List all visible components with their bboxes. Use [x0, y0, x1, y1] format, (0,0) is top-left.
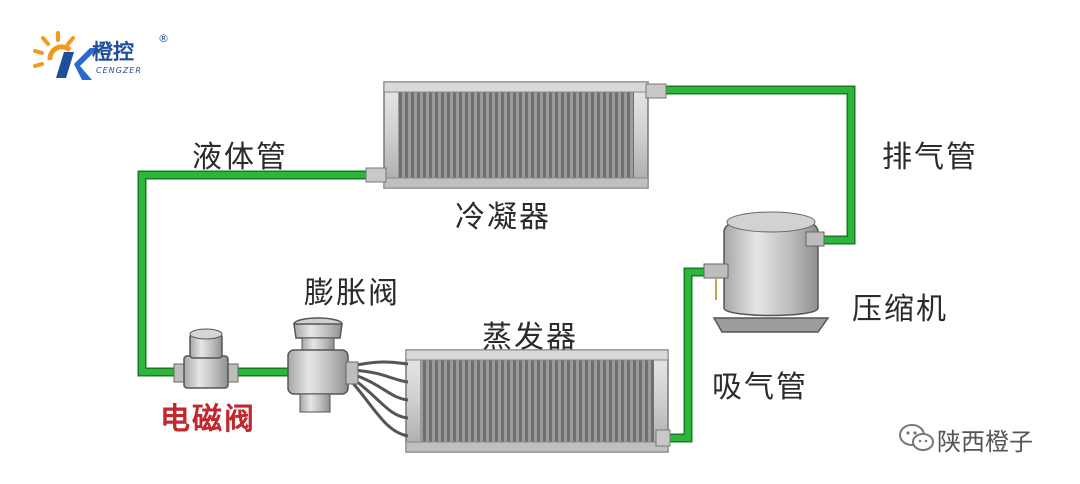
evaporator-label: 蒸发器	[482, 320, 578, 355]
compressor-label: 压缩机	[852, 292, 948, 327]
solenoid-valve	[173, 328, 239, 389]
distributor-tubes	[350, 360, 409, 438]
discharge-pipe-label: 排气管	[882, 140, 978, 175]
solenoid-valve-label: 电磁阀	[160, 402, 256, 437]
suction-pipe-label: 吸气管	[712, 370, 808, 405]
brand-name: 橙控	[92, 40, 134, 64]
condenser-unit	[365, 81, 667, 189]
compressor-unit	[703, 211, 830, 333]
evaporator-unit	[405, 349, 671, 453]
wechat-icon	[899, 424, 934, 451]
liquid-pipe	[139, 172, 373, 375]
expansion-valve	[287, 317, 359, 413]
discharge-pipe	[659, 87, 854, 243]
watermark-text: 陕西橙子	[937, 428, 1033, 456]
sun-k-logo-icon	[33, 31, 98, 80]
brand-english-name: CENGZER	[96, 66, 142, 75]
suction-pipe	[657, 269, 715, 441]
liquid-pipe-label: 液体管	[192, 140, 288, 175]
brand-registered-mark: ®	[158, 32, 169, 45]
pipe-network	[137, 85, 856, 443]
condenser-label: 冷凝器	[455, 200, 551, 235]
brand-logo: 橙控 ® CENGZER	[30, 30, 180, 85]
expansion-valve-label: 膨胀阀	[304, 276, 400, 311]
